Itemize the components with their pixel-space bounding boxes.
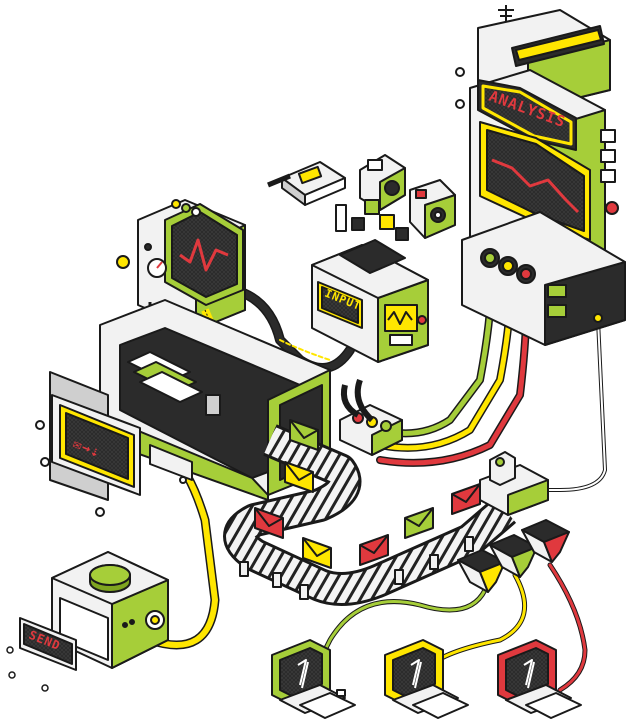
computer-red [497,639,582,719]
wave-line [179,238,229,272]
envelope-icon [284,461,314,493]
envelope-icon [302,537,332,569]
conveyor-legs [239,536,474,600]
sorting-hoppers [457,519,570,593]
keyboard-icon [412,692,469,719]
graph-line [491,158,580,214]
hopper-yellow [489,534,538,578]
conveyor-belt [223,424,549,606]
envelopes [254,419,481,569]
envelope-icon [404,507,434,539]
indicator-light-icon [116,255,130,269]
hopper-red [521,519,570,563]
keyboard-icon [525,692,582,719]
computer-yellow [384,639,469,719]
input-machine [311,239,429,363]
sorter-cable [518,318,607,492]
input-devices [267,154,456,241]
red-knob-icon [605,201,619,215]
send-box [51,551,169,669]
analysis-machine [455,5,626,346]
hopper-green [457,549,506,593]
envelope-icon [451,483,481,515]
keyboard-icon [299,692,356,719]
junction-box [339,378,403,456]
processing-box: ✉→⇣ [35,299,331,517]
envelope-icon [359,534,389,566]
envelope-icon [289,419,319,451]
computer-green [271,639,356,719]
envelope-icon [254,507,284,539]
screws [6,646,49,692]
signal-monitor [116,199,246,348]
send-sign [19,617,77,671]
